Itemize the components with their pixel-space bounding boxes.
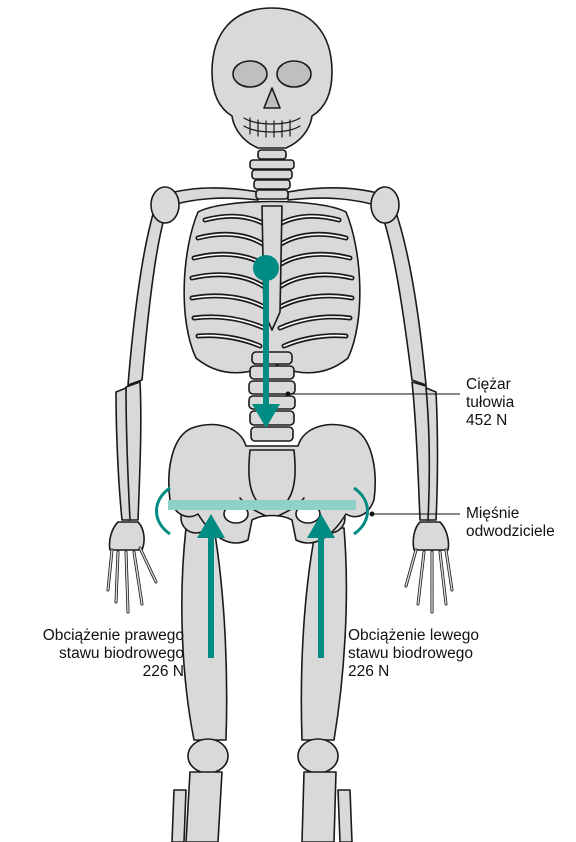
abductor-leader-dot: [370, 512, 375, 517]
left-hip-load-label-line1: Obciążenie lewego: [348, 627, 479, 645]
skeleton: [108, 8, 452, 842]
abductor-bracket-right: [157, 488, 171, 534]
right-hip-load-label: Obciążenie prawego stawu biodrowego 226 …: [43, 627, 184, 681]
abductors-label-line1: Mięśnie: [466, 505, 555, 523]
torso-weight-label-line2: tułowia: [466, 394, 514, 412]
right-hip-load-value: 226 N: [43, 663, 184, 681]
torso-weight-label: Ciężar tułowia 452 N: [466, 376, 514, 430]
right-hip-load-label-line1: Obciążenie prawego: [43, 627, 184, 645]
left-shoulder: [371, 187, 399, 223]
skull: [212, 8, 332, 148]
torso-weight-leader-dot: [286, 392, 291, 397]
left-hip-load-label: Obciążenie lewego stawu biodrowego 226 N: [348, 627, 479, 681]
torso-weight-label-line1: Ciężar: [466, 376, 514, 394]
right-arm: [108, 198, 170, 612]
abductors-label-line2: odwodziciele: [466, 523, 555, 541]
right-shoulder: [151, 187, 179, 223]
ribcage: [184, 202, 360, 373]
abductor-bar: [168, 500, 356, 510]
cervical-spine: [250, 150, 294, 199]
right-hip-load-label-line2: stawu biodrowego: [43, 645, 184, 663]
left-arm: [376, 196, 452, 612]
abductors-label: Mięśnie odwodziciele: [466, 505, 555, 541]
torso-weight-value: 452 N: [466, 412, 514, 430]
left-hip-load-value: 226 N: [348, 663, 479, 681]
lumbar-spine: [249, 352, 295, 441]
left-leg: [298, 503, 352, 842]
left-hip-load-label-line2: stawu biodrowego: [348, 645, 479, 663]
